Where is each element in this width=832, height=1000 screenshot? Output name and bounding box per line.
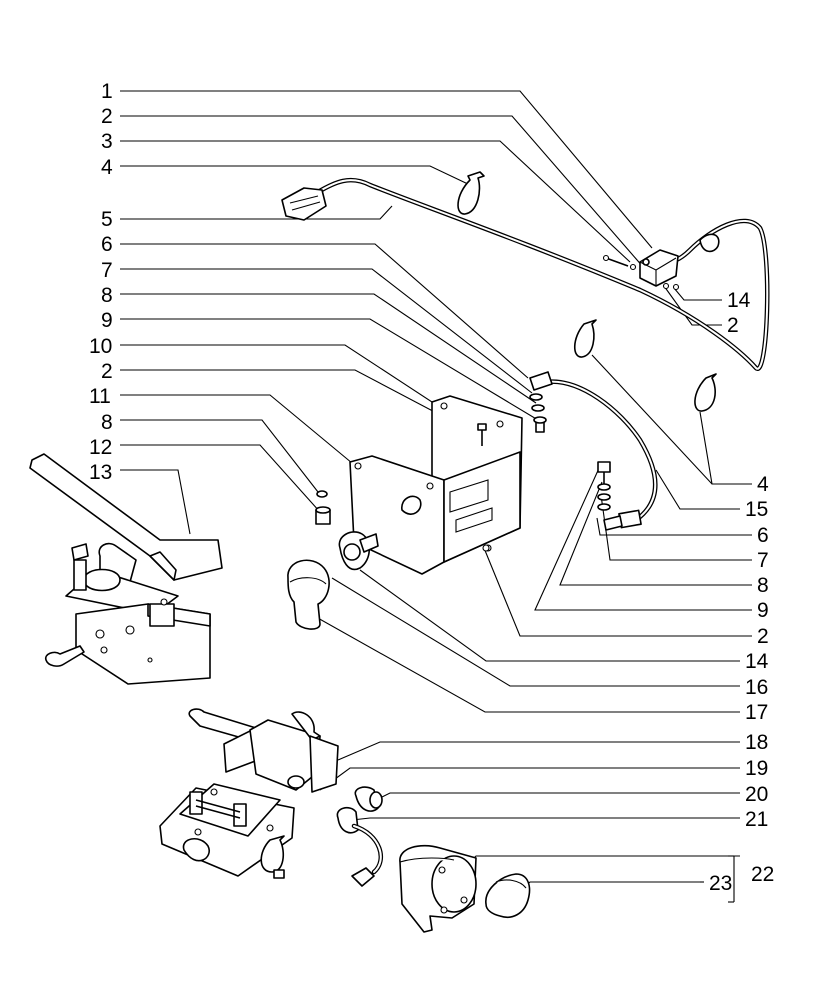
pressure-sensor [354,786,383,812]
callout-17: 17 [745,701,768,724]
callout-4: 4 [101,156,113,179]
callout-2: 2 [101,360,113,383]
callout-8: 8 [101,411,113,434]
callout-4: 4 [757,473,769,496]
callout-9: 9 [101,309,113,332]
callout-10: 10 [89,335,112,358]
washer-stack [529,393,547,433]
callout-2: 2 [727,314,739,337]
washer-stack [597,461,611,511]
accelerator-pedal [29,453,223,685]
callout-labels: 1 2 3 4 5 6 7 8 9 10 2 11 8 12 13 14 2 4… [89,80,774,895]
callout-5: 5 [101,208,113,231]
cap [485,873,531,918]
screw [315,490,331,525]
knob [287,559,330,630]
callout-14: 14 [727,289,751,312]
cable-tie [457,171,717,412]
actuator-assembly [159,708,339,877]
switch-nuts [662,282,680,291]
callout-16: 16 [745,676,768,699]
callout-19: 19 [745,757,768,780]
callout-20: 20 [745,783,768,806]
callout-14: 14 [745,650,769,673]
battery-cable [529,371,658,531]
callout-9: 9 [757,599,769,622]
callout-6: 6 [101,233,113,256]
callout-6: 6 [757,524,769,547]
callout-8: 8 [757,574,769,597]
callout-23: 23 [709,872,732,895]
callout-2: 2 [757,625,769,648]
leader-lines [120,90,752,903]
callout-2: 2 [101,105,113,128]
motor-housing [399,844,477,933]
mounting-bracket [349,395,523,575]
temperature-sensor [336,806,384,887]
callout-13: 13 [89,461,112,484]
callout-11: 11 [89,385,111,408]
screw [602,254,637,271]
ignition-switch [338,531,379,571]
callout-22: 22 [751,863,774,886]
callout-3: 3 [101,130,113,153]
cable-tie [260,835,285,879]
connector-plug [281,187,720,253]
callout-7: 7 [757,549,769,572]
callout-8: 8 [101,284,113,307]
callout-15: 15 [745,498,768,521]
callout-1: 1 [101,80,113,103]
bolt [477,423,490,552]
switch [639,249,679,287]
wire-harness [281,177,770,371]
callout-12: 12 [89,436,112,459]
callout-21: 21 [745,808,768,831]
callout-7: 7 [101,259,113,282]
callout-18: 18 [745,731,768,754]
